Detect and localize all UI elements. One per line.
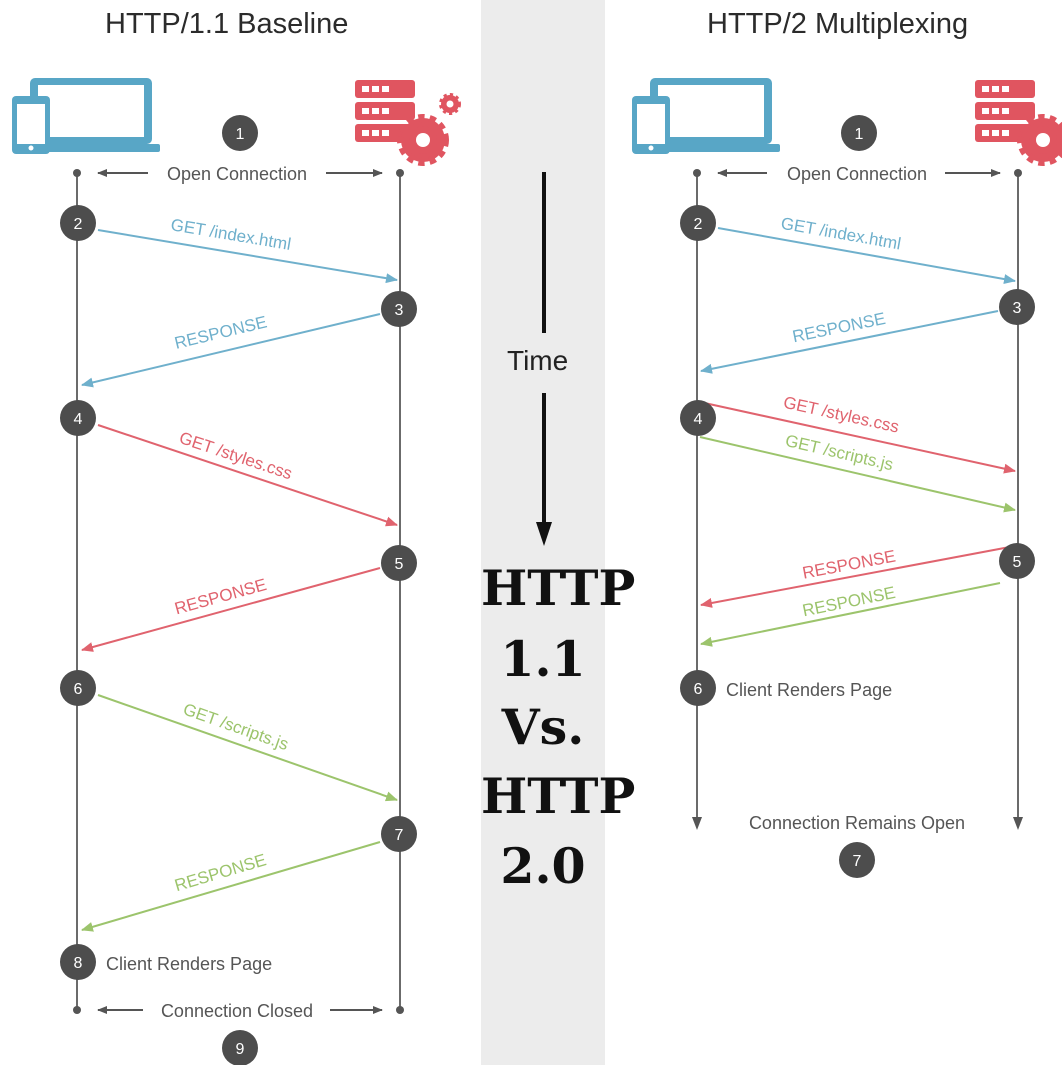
left-connection-closed-label: Connection Closed xyxy=(161,1001,313,1021)
left-step-4: 4 xyxy=(60,400,96,436)
client-device-icon xyxy=(12,78,160,154)
right-msg-response-1: RESPONSE xyxy=(791,309,887,346)
right-msg-get-index: GET /index.html xyxy=(779,214,902,254)
right-msg-get-styles: GET /styles.css xyxy=(782,393,901,437)
left-step-7: 7 xyxy=(381,816,417,852)
left-step-1: 1 xyxy=(222,115,258,151)
left-msg-get-scripts: GET /scripts.js xyxy=(181,700,291,755)
time-arrow xyxy=(536,172,552,546)
svg-text:3: 3 xyxy=(1013,300,1022,317)
left-arrow-get-index xyxy=(97,229,398,284)
left-arrow-get-scripts xyxy=(97,694,398,802)
right-msg-get-scripts: GET /scripts.js xyxy=(783,431,895,474)
right-step-3: 3 xyxy=(999,289,1035,325)
left-diagram-title: HTTP/1.1 Baseline xyxy=(105,8,349,40)
versus-line-5: 2.0 xyxy=(500,837,586,895)
right-arrow-get-index xyxy=(717,227,1016,284)
left-client-renders-label: Client Renders Page xyxy=(106,954,272,974)
server-gear-icon xyxy=(355,80,461,166)
svg-text:5: 5 xyxy=(1013,554,1022,571)
svg-text:4: 4 xyxy=(694,411,703,428)
left-step-9: 9 xyxy=(222,1030,258,1065)
right-arrow-response-1 xyxy=(700,310,999,374)
svg-text:6: 6 xyxy=(694,681,703,698)
left-step-6: 6 xyxy=(60,670,96,706)
right-connection-open-label: Connection Remains Open xyxy=(749,813,965,833)
svg-text:2: 2 xyxy=(694,216,703,233)
svg-text:7: 7 xyxy=(395,827,404,844)
right-client-renders-label: Client Renders Page xyxy=(726,680,892,700)
right-step-6: 6 xyxy=(680,670,716,706)
server-gear-icon xyxy=(975,80,1062,166)
right-step-2: 2 xyxy=(680,205,716,241)
svg-text:1: 1 xyxy=(855,126,864,143)
svg-text:5: 5 xyxy=(395,556,404,573)
right-open-connection-label: Open Connection xyxy=(787,164,927,184)
right-step-1: 1 xyxy=(841,115,877,151)
right-arrow-response-scripts xyxy=(700,582,1001,647)
versus-line-3: Vs. xyxy=(501,698,585,756)
time-label: Time xyxy=(507,345,569,376)
svg-text:3: 3 xyxy=(395,302,404,319)
svg-text:4: 4 xyxy=(74,411,83,428)
svg-text:9: 9 xyxy=(236,1041,245,1058)
left-msg-get-styles: GET /styles.css xyxy=(177,428,295,483)
left-msg-response-1: RESPONSE xyxy=(173,312,269,353)
left-arrow-response-1 xyxy=(81,313,381,388)
svg-text:6: 6 xyxy=(74,681,83,698)
right-diagram-title: HTTP/2 Multiplexing xyxy=(707,8,969,40)
right-step-7: 7 xyxy=(839,842,875,878)
svg-text:1: 1 xyxy=(236,126,245,143)
left-step-8: 8 xyxy=(60,944,96,980)
left-arrow-get-styles xyxy=(97,424,398,527)
left-msg-get-index: GET /index.html xyxy=(169,215,292,254)
client-device-icon xyxy=(632,78,780,154)
left-step-3: 3 xyxy=(381,291,417,327)
left-open-connection-label: Open Connection xyxy=(167,164,307,184)
right-step-4: 4 xyxy=(680,400,716,436)
svg-text:2: 2 xyxy=(74,216,83,233)
right-arrow-response-styles xyxy=(700,545,1016,608)
left-step-5: 5 xyxy=(381,545,417,581)
left-step-2: 2 xyxy=(60,205,96,241)
svg-text:8: 8 xyxy=(74,955,83,972)
right-step-5: 5 xyxy=(999,543,1035,579)
left-arrow-response-2 xyxy=(81,567,381,652)
left-arrow-response-3 xyxy=(81,841,381,932)
right-arrow-get-scripts xyxy=(699,436,1016,513)
right-arrow-get-styles xyxy=(699,401,1016,474)
svg-text:7: 7 xyxy=(853,853,862,870)
versus-line-2: 1.1 xyxy=(500,630,586,688)
